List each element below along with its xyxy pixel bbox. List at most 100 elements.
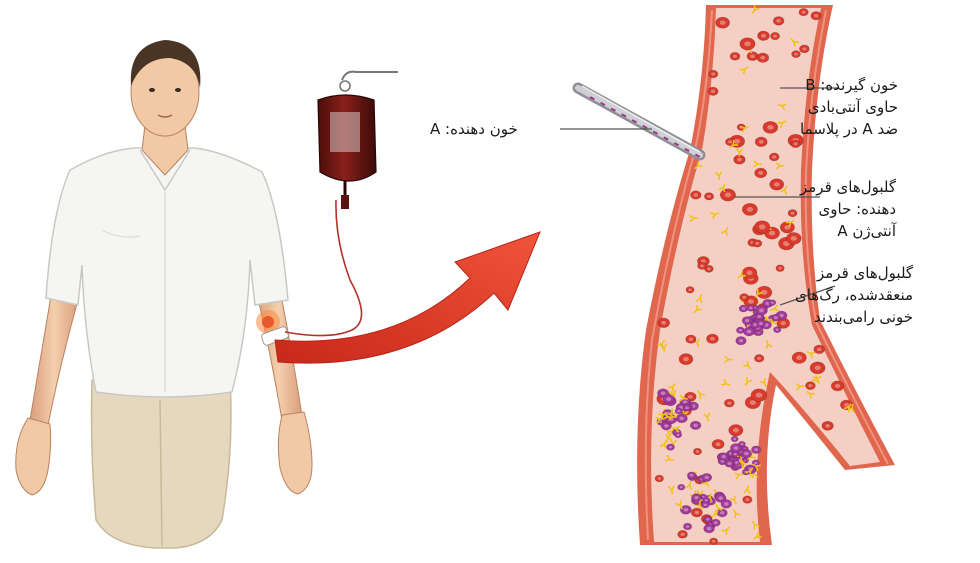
clumped-cell-center: [661, 391, 666, 395]
red-blood-cell-center: [694, 193, 698, 196]
red-blood-cell-center: [748, 299, 754, 304]
red-blood-cell-center: [759, 140, 764, 144]
red-blood-cell-center: [778, 267, 782, 270]
clumped-cell-center: [739, 329, 742, 332]
red-blood-cell-center: [681, 533, 685, 536]
clumped-cell-center: [685, 406, 688, 409]
red-blood-cell-center: [683, 357, 689, 361]
label-recipient-line1: خون گیرنده: B: [800, 74, 898, 96]
red-blood-cell-center: [707, 267, 711, 270]
clumped-cell-center: [677, 410, 680, 412]
red-blood-cell-center: [756, 393, 763, 398]
clumped-cell-center: [690, 474, 694, 477]
red-blood-cell-center: [769, 231, 775, 236]
clumped-cell-center: [734, 446, 739, 450]
label-agglut-line1: گلبول‌های قرمز: [795, 262, 913, 284]
red-blood-cell-center: [774, 182, 780, 187]
red-blood-cell-center: [744, 41, 750, 46]
clumped-cell-center: [754, 462, 757, 464]
label-agglut-line2: منعقدشده، رگ‌های: [795, 284, 913, 306]
label-donor-blood: خون دهنده: A: [430, 118, 518, 140]
red-blood-cell-center: [825, 424, 830, 428]
clumped-cell-center: [735, 461, 738, 463]
arrow-icon: [275, 232, 540, 363]
label-recipient-blood: خون گیرنده: B حاوی آنتی‌بادی ضد A در پلا…: [800, 74, 898, 140]
label-donor-rbc-line3: آنتی‌ژن A: [800, 220, 896, 242]
red-blood-cell-center: [802, 47, 806, 50]
clumped-cell-center: [739, 339, 743, 342]
clumped-cell-center: [728, 462, 732, 465]
red-blood-cell-center: [737, 158, 742, 162]
clumped-cell-center: [747, 330, 752, 334]
red-blood-cell-center: [814, 365, 820, 370]
clumped-cell-center: [679, 417, 684, 421]
red-blood-cell-center: [710, 337, 715, 341]
red-blood-cell-center: [688, 288, 691, 291]
clumped-cell-center: [771, 301, 774, 303]
red-blood-cell-center: [657, 477, 661, 480]
red-blood-cell-center: [791, 236, 797, 241]
needle-icon: [578, 86, 700, 157]
shirt: [46, 148, 288, 397]
clumped-cell-center: [734, 453, 737, 455]
clumped-cell-center: [722, 455, 726, 458]
red-blood-cell-center: [794, 142, 798, 145]
red-blood-cell-center: [733, 55, 737, 58]
clumped-cell-center: [693, 424, 698, 427]
red-blood-cell-center: [746, 270, 752, 275]
red-blood-cell-center: [767, 125, 773, 130]
clumped-cell-center: [683, 508, 688, 512]
bag-hook: [342, 72, 398, 80]
red-blood-cell-center: [844, 403, 849, 407]
red-blood-cell-center: [757, 357, 761, 360]
red-blood-cell-center: [733, 428, 739, 433]
left-hand: [16, 418, 51, 495]
red-blood-cell-center: [725, 192, 731, 197]
label-recipient-line2: حاوی آنتی‌بادی: [800, 96, 898, 118]
clumped-cell-center: [705, 476, 709, 479]
clumped-cell-center: [680, 486, 683, 488]
red-blood-cell-center: [688, 395, 693, 399]
iv-tube: [285, 200, 362, 336]
red-blood-cell-center: [760, 56, 765, 60]
clumped-cell-center: [776, 328, 779, 330]
clumped-cell-center: [694, 496, 698, 499]
clumped-cell-center: [677, 434, 680, 436]
red-blood-cell-center: [728, 140, 732, 143]
label-recipient-line3: ضد A در پلاسما: [800, 118, 898, 140]
red-blood-cell-center: [817, 348, 822, 351]
red-blood-cell-center: [742, 296, 746, 299]
clumped-cell-center: [759, 308, 764, 312]
red-blood-cell-center: [694, 511, 699, 515]
label-donor-rbc: گلبول‌های قرمز دهنده: حاوی آنتی‌ژن A: [800, 176, 896, 242]
red-blood-cell-center: [761, 34, 766, 38]
clumped-cell-center: [704, 503, 708, 506]
clumped-cell-center: [742, 307, 746, 310]
red-blood-cell-center: [712, 540, 715, 543]
red-blood-cell-center: [711, 90, 715, 93]
red-blood-cell-center: [772, 155, 776, 158]
clumped-cell-center: [666, 397, 671, 401]
label-donor-rbc-line2: دهنده: حاوی: [800, 198, 896, 220]
clumped-cell-center: [745, 319, 749, 322]
clumped-cell-center: [741, 443, 744, 445]
red-blood-cell-center: [711, 73, 715, 76]
red-blood-cell-center: [755, 242, 759, 245]
clumped-cell-center: [706, 518, 709, 520]
red-blood-cell-center: [773, 35, 777, 38]
red-blood-cell-center: [814, 14, 818, 17]
clumped-cell-center: [759, 322, 763, 325]
red-blood-cell-center: [808, 384, 812, 387]
person-figure: [16, 40, 312, 548]
red-blood-cell-center: [689, 338, 693, 341]
clumped-cell-center: [669, 446, 672, 449]
clumped-cell-center: [719, 496, 724, 499]
clumped-cell-center: [774, 316, 778, 319]
label-agglutinated-rbc: گلبول‌های قرمز منعقدشده، رگ‌های خونی رام…: [795, 262, 913, 328]
clumped-cell-center: [720, 511, 724, 514]
clumped-cell-center: [714, 521, 718, 524]
red-blood-cell-center: [835, 384, 840, 388]
clumped-cell-center: [686, 525, 690, 528]
clumped-cell-center: [707, 527, 712, 530]
label-donor-rbc-line1: گلبول‌های قرمز: [800, 176, 896, 198]
